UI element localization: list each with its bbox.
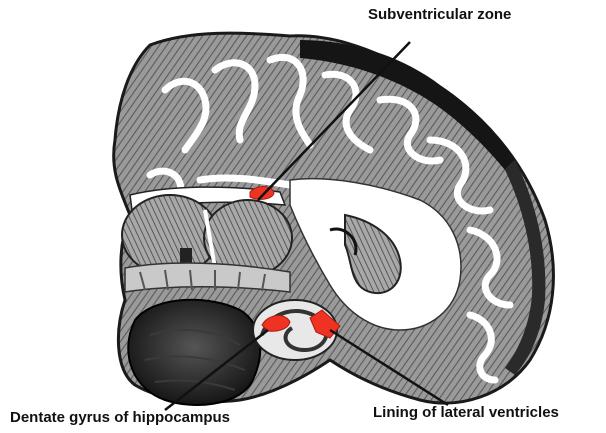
label-lateral-ventricles: Lining of lateral ventricles <box>373 404 559 421</box>
label-dentate-gyrus: Dentate gyrus of hippocampus <box>10 409 230 426</box>
label-subventricular-zone: Subventricular zone <box>368 6 511 23</box>
